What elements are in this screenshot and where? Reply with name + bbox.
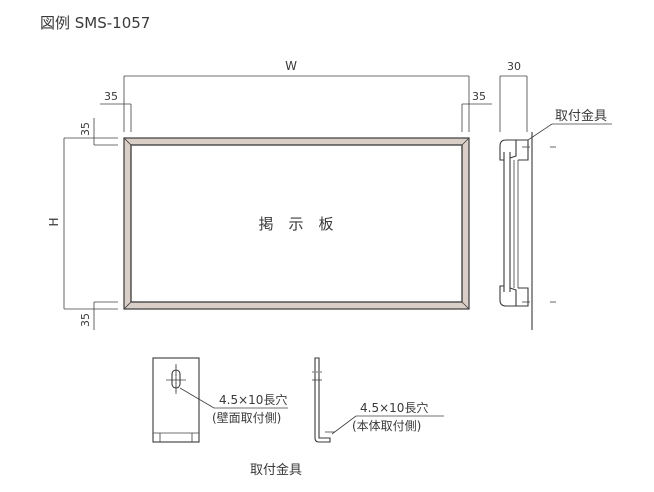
wall-side-label: (壁面取付側) xyxy=(212,410,281,425)
right-margin-dimension: 35 xyxy=(461,90,492,132)
height-dimension: H xyxy=(47,137,118,310)
width-label: W xyxy=(285,59,297,73)
body-hole-label: 4.5×10長穴 xyxy=(360,400,428,415)
board-panel xyxy=(130,144,463,303)
left-margin-dimension: 35 xyxy=(100,90,132,132)
bracket-side-view: 4.5×10長穴 (本体取付側) xyxy=(312,357,444,443)
bottom-margin-label: 35 xyxy=(79,313,92,327)
side-callout-label: 取付金具 xyxy=(555,108,607,124)
left-margin-label: 35 xyxy=(104,90,118,103)
board-label: 掲 示 板 xyxy=(258,215,333,233)
bracket-caption: 取付金具 xyxy=(250,462,302,478)
body-side-label: (本体取付側) xyxy=(352,419,421,433)
top-margin-dimension: 35 xyxy=(79,118,118,146)
height-label: H xyxy=(47,217,61,226)
bottom-margin-dimension: 35 xyxy=(79,301,118,330)
wall-hole-label: 4.5×10長穴 xyxy=(219,392,287,407)
side-view: 30 取付金具 xyxy=(499,60,612,330)
bracket-front-view: 4.5×10長穴 (壁面取付側) xyxy=(152,357,288,443)
right-margin-label: 35 xyxy=(472,90,486,103)
front-view: 掲 示 板 xyxy=(123,137,470,310)
depth-label: 30 xyxy=(507,60,521,73)
width-dimension: W xyxy=(123,59,470,132)
top-margin-label: 35 xyxy=(79,122,92,136)
page-title: 図例 SMS-1057 xyxy=(40,14,150,32)
